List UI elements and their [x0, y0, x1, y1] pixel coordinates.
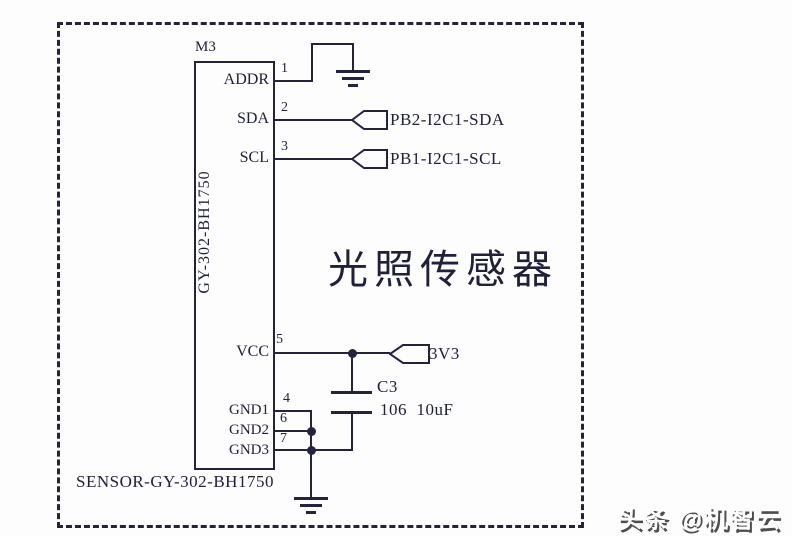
pin-number-7: 7	[280, 431, 287, 446]
wire-addr-riser	[311, 43, 313, 82]
net-flag-icon	[351, 149, 388, 169]
wire-gnd1	[275, 410, 312, 412]
cap-plate-bottom	[331, 411, 372, 414]
wire-sda	[275, 119, 352, 121]
cap-plate-top	[331, 391, 372, 394]
sheet-dashed-border	[57, 22, 584, 528]
net-label-3v3: 3V3	[429, 344, 460, 363]
component-refdes: M3	[195, 39, 216, 55]
pin-label-sda: SDA	[236, 110, 269, 127]
cap-lead-top	[351, 354, 353, 392]
pin-number-1: 1	[281, 61, 288, 76]
pin-label-gnd1: GND1	[229, 402, 269, 418]
pin-number-5: 5	[276, 332, 283, 347]
pin-number-4: 4	[283, 391, 290, 406]
pin-label-addr: ADDR	[223, 71, 269, 88]
wire-addr-top	[311, 43, 354, 45]
net-flag-icon	[389, 344, 430, 364]
component-body	[194, 61, 275, 470]
junction-dot	[348, 349, 357, 358]
cap-lead-bottom	[351, 414, 353, 451]
wire-gnd2	[275, 430, 312, 432]
watermark: 头条 @机智云	[617, 506, 782, 533]
component-part-name: GY-302-BH1750	[196, 170, 213, 294]
wire-addr	[275, 80, 313, 82]
net-flag-icon	[351, 110, 388, 130]
pin-label-scl: SCL	[239, 149, 269, 166]
wire-addr-drop	[352, 43, 354, 71]
net-label-sda: PB2-I2C1-SDA	[390, 110, 505, 129]
cap-value: 106 10uF	[380, 400, 454, 419]
net-label-scl: PB1-I2C1-SCL	[390, 149, 502, 168]
pin-label-gnd2: GND2	[229, 422, 269, 438]
schematic-title: 光照传感器	[328, 247, 558, 292]
pin-number-3: 3	[281, 139, 288, 154]
junction-dot	[307, 446, 316, 455]
pin-label-vcc: VCC	[236, 343, 269, 360]
pin-number-6: 6	[280, 411, 287, 426]
pin-label-gnd3: GND3	[229, 442, 269, 458]
wire-scl	[275, 158, 352, 160]
wire-gnd-drop	[310, 451, 312, 497]
cap-refdes: C3	[377, 377, 398, 396]
pin-number-2: 2	[281, 100, 288, 115]
junction-dot	[307, 427, 316, 436]
component-bottom-label: SENSOR-GY-302-BH1750	[76, 472, 274, 491]
wire-vcc	[275, 352, 390, 354]
